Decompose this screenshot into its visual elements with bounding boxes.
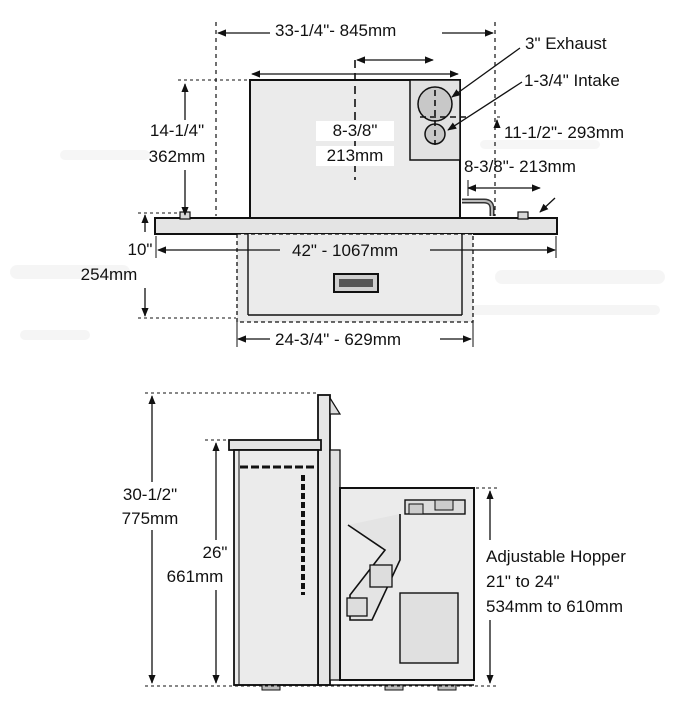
side-top-cap bbox=[228, 439, 322, 451]
intake-label: 1-3/4" Intake bbox=[524, 71, 620, 90]
hopper-range-mm-label: 534mm to 610mm bbox=[486, 597, 623, 616]
outside-air-pipe bbox=[462, 198, 495, 216]
total-height-in-label: 30-1/2" bbox=[122, 485, 178, 504]
center-in-label: 8-3/8" bbox=[316, 121, 394, 141]
foot-leader bbox=[539, 197, 556, 213]
ash-door-handle-inner bbox=[339, 279, 373, 287]
foot-3 bbox=[437, 684, 457, 691]
exhaust-label: 3" Exhaust bbox=[525, 34, 607, 53]
height-in-label: 14-1/4" bbox=[149, 121, 205, 140]
feed-box bbox=[346, 597, 368, 617]
body-height-mm-label: 661mm bbox=[166, 567, 224, 586]
auger-box bbox=[369, 564, 393, 588]
foot-1 bbox=[261, 684, 281, 691]
exhaust-leader bbox=[451, 47, 521, 98]
total-height-mm-label: 775mm bbox=[121, 509, 179, 528]
hopper-lid-bump-1 bbox=[408, 503, 424, 515]
side-view bbox=[145, 392, 498, 691]
face-top-lip bbox=[329, 395, 342, 415]
control-box bbox=[399, 592, 459, 664]
depth-mm-label: 254mm bbox=[80, 265, 138, 284]
height-mm-label: 362mm bbox=[148, 147, 206, 166]
leveling-foot-right bbox=[517, 211, 529, 220]
hopper-range-in-label: 21" to 24" bbox=[486, 572, 560, 591]
intake-offset-label: 11-1/2"- 293mm bbox=[504, 123, 625, 142]
exhaust-offset-label: 8-3/8"- 213mm bbox=[464, 157, 576, 176]
background-texture bbox=[10, 140, 665, 340]
side-body bbox=[233, 449, 319, 686]
outside-air-pipe-inner bbox=[462, 200, 493, 216]
body-height-in-label: 26" bbox=[202, 543, 228, 562]
overall-width-label: 33-1/4"- 845mm bbox=[272, 21, 400, 41]
hopper-lid-bump-2 bbox=[434, 499, 454, 511]
bottom-width-label: 24-3/4" - 629mm bbox=[272, 330, 405, 350]
hopper-title-label: Adjustable Hopper bbox=[486, 547, 626, 566]
intake-leader bbox=[447, 81, 523, 131]
top-width-label: 42" - 1067mm bbox=[289, 241, 402, 261]
top-plate bbox=[154, 217, 558, 235]
center-mm-label: 213mm bbox=[316, 146, 394, 166]
foot-2 bbox=[384, 684, 404, 691]
insert-front bbox=[329, 449, 341, 681]
depth-in-label: 10" bbox=[127, 240, 153, 259]
front-face-panel bbox=[317, 394, 331, 686]
